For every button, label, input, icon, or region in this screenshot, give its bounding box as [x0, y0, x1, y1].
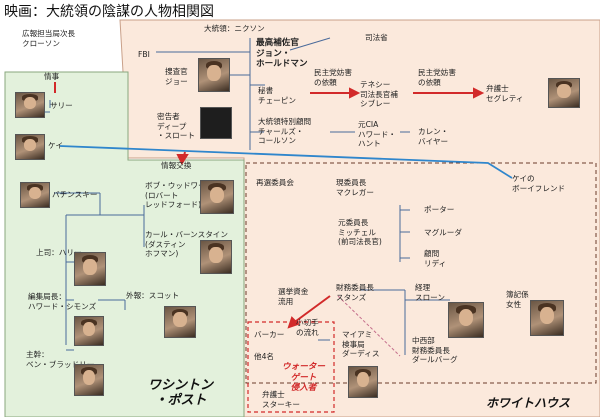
photo-kay: [15, 134, 45, 160]
post-connectors: [45, 111, 145, 351]
photo-segretti: [548, 78, 580, 108]
label-boyfriend: ケイの ボーイフレンド: [512, 174, 566, 193]
photo-deep-throat: [200, 107, 232, 139]
label-dem-obstruct-2: 民主党妨害 の依頼: [418, 68, 456, 87]
label-consultant: 顧問 リディ: [424, 249, 447, 268]
label-treasurer: 経理 スローン: [415, 283, 445, 302]
label-investigator: 捜査官 ジョー: [165, 67, 188, 86]
photo-bradlee: [74, 364, 104, 396]
label-porter: ポーター: [424, 205, 455, 214]
label-deep-throat: 密告者 ディープ ・スロート: [157, 112, 195, 141]
label-watergate-burglars: ウォーター ゲート 侵入者: [282, 362, 325, 394]
reelection-committee-box: [245, 162, 597, 384]
label-barker-burglar: バーカー: [254, 330, 285, 339]
label-fbi: FBI: [138, 50, 150, 59]
photo-dardis: [348, 366, 378, 398]
label-segretti: 弁護士 セグレティ: [486, 84, 524, 103]
photo-woodward: [200, 180, 234, 214]
label-cia: 元CIA ハワード・ ハント: [358, 120, 396, 149]
label-editor: 編集局長： ハワード・シモンズ: [28, 292, 97, 311]
label-sally: サリー: [50, 101, 73, 110]
label-check-flow: 小切手 の流れ: [296, 318, 319, 337]
label-dem-obstruct-1: 民主党妨害 の依頼: [314, 68, 352, 87]
label-secretary: 秘書 チェーピン: [258, 86, 296, 105]
label-colson: 大統領特別顧問 チャールズ・ コールソン: [258, 117, 312, 146]
label-magruder: マグルーダ: [424, 228, 462, 237]
group-washington-post: ワシントン ・ポスト: [148, 378, 214, 408]
label-bernstein: カール・バーンスタイン (ダスティン ホフマン): [145, 230, 228, 259]
red-arrows: [54, 82, 485, 329]
label-pr-officer: 広報担当局次長 クローソン: [22, 29, 76, 48]
label-foreign: 外報：スコット: [126, 291, 180, 300]
label-miami: マイアミ 検事局 ダーディス: [342, 330, 380, 359]
label-chairman: 現委員長 マクレガー: [336, 178, 374, 197]
label-intel-exchange: 情報交換: [161, 161, 192, 170]
label-bookkeeper: 簿記係 女性: [506, 290, 529, 309]
label-president: 大統領：ニクソン: [204, 24, 265, 33]
label-midwest: 中西部 財務委員長 ダールバーグ: [412, 336, 458, 365]
photo-bernstein: [200, 240, 232, 274]
label-finance-chair: 財務委員長 スタンズ: [336, 283, 374, 302]
label-lawyer: 弁護士 スターキー: [262, 390, 300, 409]
photo-investigator: [198, 58, 230, 92]
label-ex-chairman: 元委員長 ミッチェル (前司法長官): [338, 218, 382, 247]
label-affair: 情事: [44, 72, 60, 81]
page-title: 映画：大統領の陰謀の人物相関図: [4, 4, 214, 20]
kay-boyfriend-line: [59, 145, 513, 179]
photo-scott: [164, 306, 196, 338]
label-campaign-funds: 選挙資金 流用: [278, 287, 309, 306]
label-justice: 司法省: [365, 33, 388, 42]
label-boss: 上司：ハリー: [36, 248, 82, 257]
label-pachinsky: バチンスキー: [52, 190, 98, 199]
photo-bookkeeper: [530, 300, 564, 336]
label-chief: 主幹： ベン・ブラッドリー: [26, 350, 95, 369]
label-kay: ケイ: [48, 141, 64, 150]
group-white-house: ホワイトハウス: [486, 396, 571, 410]
photo-sally: [15, 92, 45, 118]
label-barker: カレン・ バイヤー: [418, 127, 449, 146]
label-haldeman: 最高補佐官 ジョン・ ホールドマン: [256, 38, 308, 70]
label-woodward: ボブ・ウッドワード (ロバート レッドフォード): [145, 181, 214, 210]
label-segretti-client: テネシー 司法長官補 シブレー: [360, 80, 398, 109]
photo-sloan: [448, 302, 484, 338]
label-others: 他4名: [254, 352, 275, 361]
photo-simons: [74, 316, 104, 346]
photo-harry: [74, 252, 106, 286]
label-reelection-committee: 再選委員会: [256, 178, 294, 187]
white-house-connectors: [49, 37, 450, 355]
photo-pachinsky: [20, 182, 50, 208]
